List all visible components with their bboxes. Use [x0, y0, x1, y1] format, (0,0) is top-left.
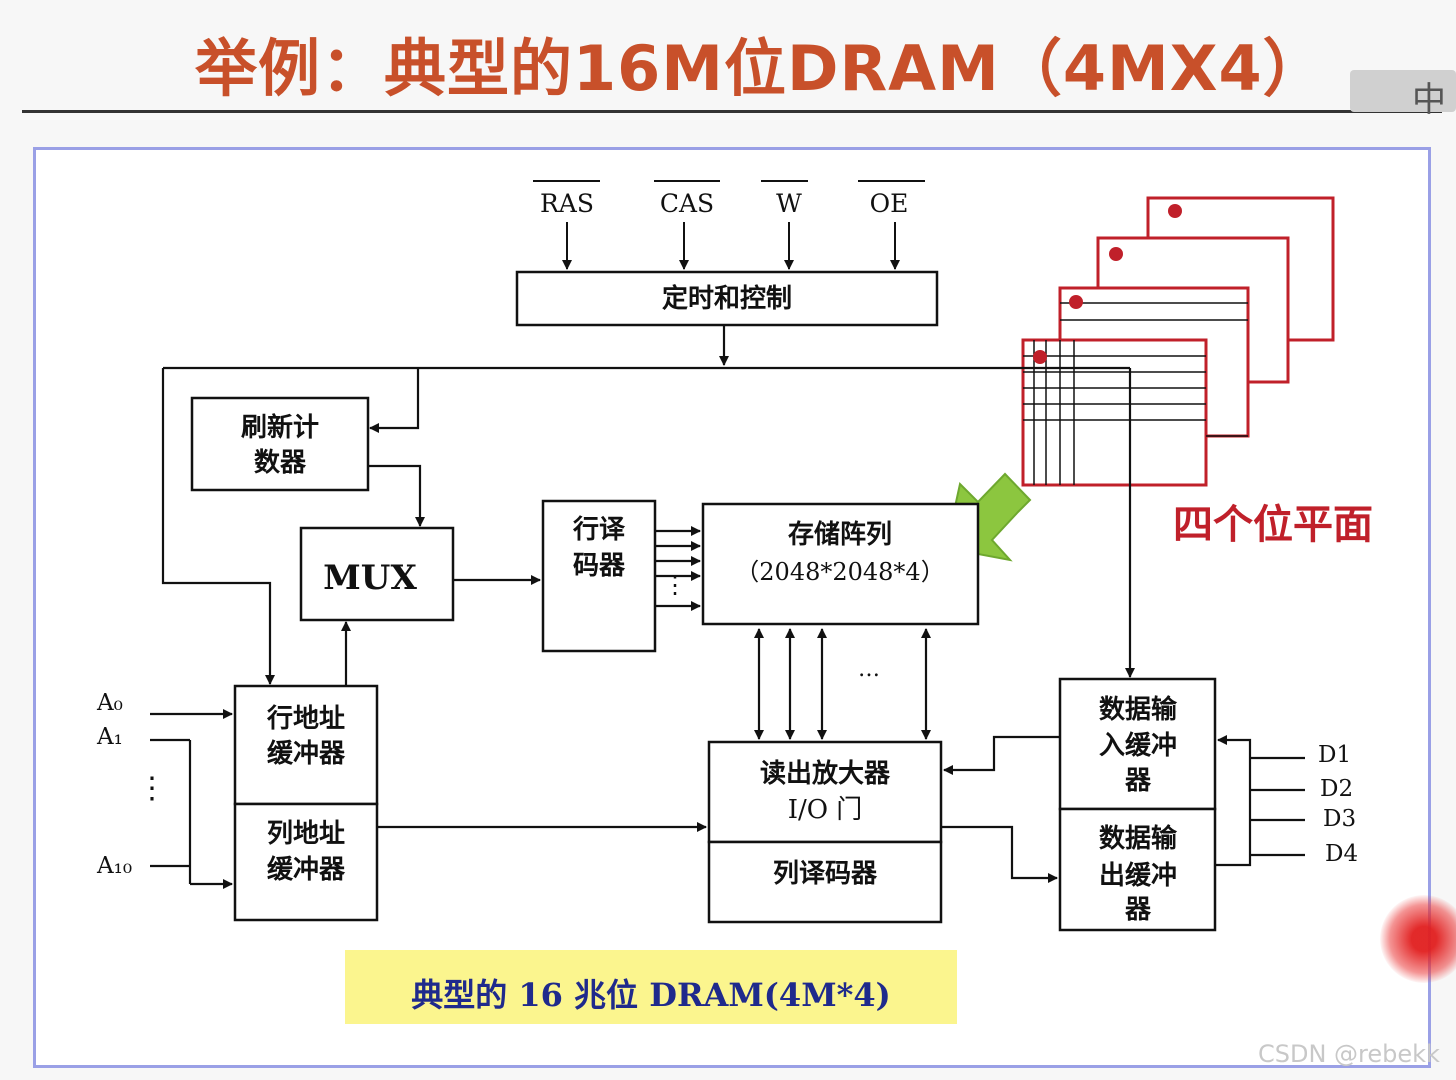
data-out-buffer-label-1: 数据输 — [1099, 823, 1178, 854]
sense-amp-block — [707, 740, 943, 844]
sense-amp-label-1: 读出放大器 — [760, 758, 891, 789]
signal-w: W — [776, 189, 802, 218]
data-out-buffer-block — [1058, 807, 1217, 932]
data-in-buffer-label-3: 器 — [1124, 766, 1152, 796]
refresh-counter-label-1: 刷新计 — [241, 412, 319, 443]
col-decoder-block — [707, 840, 943, 924]
addr-pin-ellipsis: ⋮ — [137, 771, 167, 806]
bit-plane-dots — [1033, 204, 1182, 364]
signal-ras: RAS — [540, 189, 594, 218]
row-decoder-label-2: 码器 — [573, 551, 626, 581]
data-in-buffer-label-2: 入缓冲 — [1099, 730, 1177, 761]
addr-pin-a10: A₁₀ — [96, 853, 132, 879]
row-addr-buffer-label-1: 行地址 — [266, 703, 345, 734]
ime-glyph: 中 — [1412, 80, 1446, 120]
col-addr-buffer-block — [233, 802, 379, 922]
row-addr-buffer-label-2: 缓冲器 — [267, 738, 346, 769]
diagram-caption: 典型的 16 兆位 DRAM(4M*4) — [411, 976, 891, 1014]
col-decoder-label: 列译码器 — [773, 859, 878, 889]
memory-array-label-1: 存储阵列 — [788, 519, 892, 550]
memory-array-block — [701, 502, 980, 626]
addr-pin-a0: A₀ — [96, 690, 123, 716]
data-pin-d1: D1 — [1318, 742, 1351, 768]
ime-indicator[interactable] — [1350, 70, 1456, 112]
timing-control-block — [515, 270, 939, 327]
bit-plane-1 — [1021, 338, 1208, 487]
data-in-buffer-label-1: 数据输 — [1099, 694, 1178, 725]
signal-cas: CAS — [660, 189, 714, 218]
col-addr-buffer-label-1: 列地址 — [267, 819, 345, 849]
connections — [150, 325, 1305, 889]
refresh-counter-block — [190, 396, 370, 492]
sense-amp-label-2: I/O 门 — [788, 795, 863, 825]
data-pin-d2: D2 — [1320, 776, 1353, 802]
mux-label: MUX — [323, 558, 417, 598]
data-pin-d4: D4 — [1325, 841, 1358, 867]
timing-control-label: 定时和控制 — [662, 283, 792, 314]
title-rule — [22, 110, 1442, 113]
bit-plane-grid — [1023, 302, 1248, 485]
col-addr-buffer-label-2: 缓冲器 — [267, 854, 346, 885]
row-decoder-block — [541, 499, 657, 653]
signal-oe: OE — [870, 189, 909, 218]
row-decoder-ellipsis: ⋮ — [663, 571, 687, 599]
control-signals: RAS CAS W OE — [533, 180, 925, 270]
mux-block — [299, 526, 455, 622]
row-decoder-label-1: 行译 — [572, 514, 626, 545]
memory-array-label-2: （2048*2048*4） — [735, 558, 944, 586]
data-pin-d3: D3 — [1323, 806, 1356, 832]
slide-title: 举例：典型的16M位DRAM（4MX4） — [195, 32, 1326, 105]
data-out-buffer-label-2: 出缓冲 — [1099, 860, 1177, 891]
pointer-highlight — [1380, 895, 1456, 983]
bus-ellipsis: … — [858, 657, 880, 682]
refresh-counter-label-2: 数器 — [254, 448, 307, 478]
caption-band — [345, 950, 957, 1024]
bit-planes — [1021, 196, 1335, 487]
data-out-buffer-label-3: 器 — [1124, 895, 1152, 925]
bit-planes-label: 四个位平面 — [1173, 502, 1373, 548]
watermark: CSDN @rebekk — [1258, 1040, 1440, 1068]
addr-pin-a1: A₁ — [96, 724, 123, 750]
